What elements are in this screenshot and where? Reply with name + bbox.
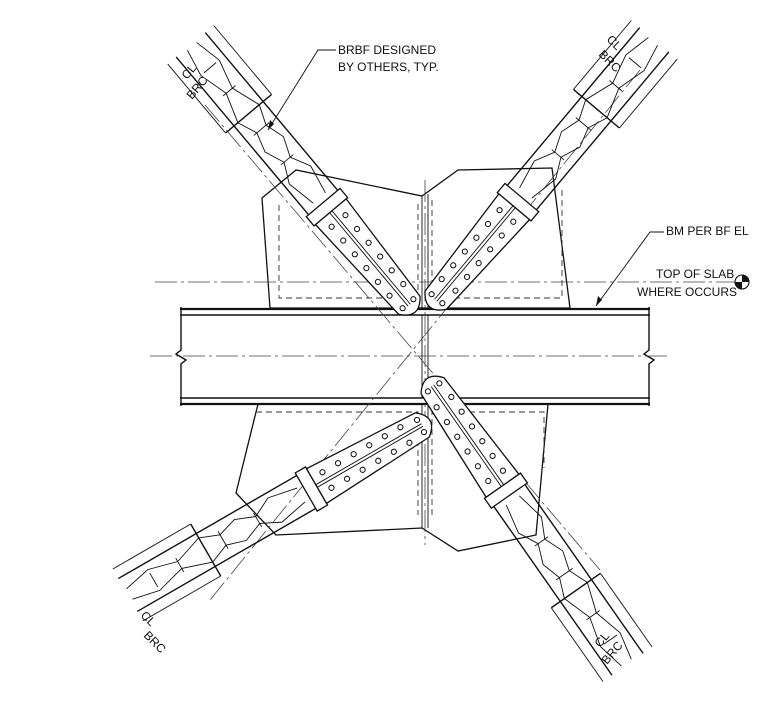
elevation-marker-icon — [734, 274, 750, 290]
gusset-plate-top — [261, 167, 571, 309]
brbf-label-line1: BRBF DESIGNED — [338, 43, 436, 57]
leaders — [267, 49, 664, 307]
brc-label-bottom-left: BRC — [141, 628, 169, 656]
cl-label-bottom-left: CL — [138, 608, 159, 629]
beam — [174, 307, 656, 406]
brbf-label-line2: BY OTHERS, TYP. — [338, 60, 439, 74]
slab-label-line2: WHERE OCCURS — [637, 285, 737, 299]
slab-label-line1: TOP OF SLAB — [656, 267, 734, 281]
beam-label: BM PER BF EL — [666, 224, 749, 238]
